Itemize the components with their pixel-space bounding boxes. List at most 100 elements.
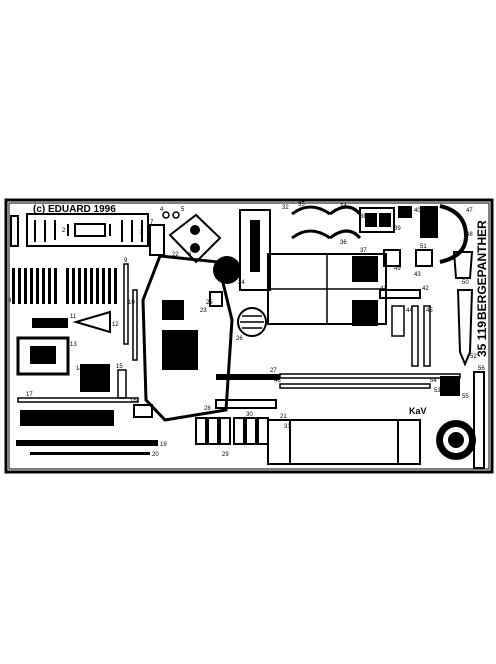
part-label: 49 [394, 266, 401, 272]
copyright-text: (c) EDUARD 1996 [33, 204, 116, 215]
part-48 [383, 249, 401, 267]
part-55 [440, 376, 460, 396]
part-35 [329, 205, 362, 240]
part-label: 52 [470, 354, 477, 360]
part-label: 8 [8, 298, 12, 304]
part-label: 13 [70, 342, 77, 348]
part-label: 56 [478, 366, 485, 372]
part-24 [213, 256, 241, 284]
part-27 [215, 374, 280, 409]
part-40 [398, 206, 412, 218]
maker-mark: KaV [409, 406, 427, 416]
part-52 [456, 289, 474, 367]
part-20 [30, 452, 150, 455]
fret-inner-frame [8, 202, 490, 470]
part-37 [267, 253, 387, 326]
part-label: 20 [152, 452, 159, 458]
part-label: 37 [360, 248, 367, 254]
part-label: 2 [62, 228, 66, 234]
part-label: 18 [98, 422, 105, 428]
part-56 [473, 371, 485, 469]
part-label: 9 [124, 258, 128, 264]
part-label: 41 [380, 286, 387, 292]
part-label: 27 [270, 368, 277, 374]
part-32 [239, 209, 271, 291]
part-4 [162, 211, 170, 219]
part-label: 17 [26, 392, 33, 398]
part-19 [16, 440, 158, 446]
part-54 [279, 383, 431, 389]
part-label: 24 [238, 280, 245, 286]
part-label: 36 [340, 240, 347, 246]
part-label: 34 [340, 204, 347, 210]
part-38 [359, 207, 395, 233]
part-23 [141, 254, 234, 422]
part-label: 14 [76, 366, 83, 372]
part-14 [80, 364, 110, 392]
part-30 [233, 417, 269, 445]
part-8-bars [12, 268, 117, 304]
part-11 [32, 318, 68, 328]
part-label: 54 [430, 378, 437, 384]
part-label: 16 [130, 398, 137, 404]
product-name-vertical: BERGEPANTHER [475, 220, 489, 320]
part-15 [117, 369, 127, 399]
part-25 [209, 291, 223, 307]
part-3 [149, 224, 165, 256]
part-43 [391, 305, 405, 337]
part-10 [132, 289, 138, 361]
part-label: 10 [128, 300, 135, 306]
part-49 [415, 249, 433, 267]
part-17 [17, 397, 139, 403]
part-label: 6 [188, 252, 192, 258]
part-18 [20, 410, 114, 426]
part-label: 42 [422, 286, 429, 292]
part-label: 38 [360, 214, 367, 220]
part-9 [123, 263, 129, 345]
part-16 [133, 404, 153, 418]
part-26 [237, 307, 267, 337]
part-label: 47 [466, 208, 473, 214]
part-label: 5 [181, 207, 185, 213]
product-code-vertical: 35 119 [475, 321, 489, 357]
part-label: 11 [70, 314, 77, 320]
part-label: 44 [406, 308, 413, 314]
part-label: 50 [462, 280, 469, 286]
part-13 [16, 336, 70, 376]
part-label: 46 [274, 378, 281, 384]
part-label: 23 [200, 308, 207, 314]
part-34 [291, 205, 331, 240]
part-label: 3 [140, 230, 144, 236]
part-22 [168, 213, 222, 264]
part-33 [250, 220, 260, 272]
part-label: 7 [150, 220, 154, 226]
part-44 [420, 206, 438, 238]
part-label: 33 [252, 222, 259, 228]
part-label: 19 [160, 442, 167, 448]
part-round-hatch [436, 420, 476, 460]
part-label: 48 [466, 232, 473, 238]
part-label: 55 [462, 394, 469, 400]
part-label: 32 [282, 205, 289, 211]
part-46 [423, 305, 431, 367]
part-50 [452, 251, 474, 279]
part-12 [72, 310, 111, 334]
part-label: 12 [112, 322, 119, 328]
part-label: 53 [434, 388, 441, 394]
part-label: 25 [206, 300, 213, 306]
part-5 [172, 211, 180, 219]
part-label: 51 [420, 244, 427, 250]
part-47 [439, 204, 469, 264]
part-label: 28 [204, 406, 211, 412]
part-label: 22 [172, 252, 179, 258]
part-label: 31 [284, 424, 291, 430]
fret-outer-frame [4, 198, 494, 474]
part-31 [267, 419, 421, 465]
part-label: 30 [246, 412, 253, 418]
part-label: 43 [414, 272, 421, 278]
part-2 [26, 213, 149, 247]
part-label: 45 [426, 308, 433, 314]
part-1 [10, 215, 19, 247]
part-label: 1 [4, 220, 8, 226]
